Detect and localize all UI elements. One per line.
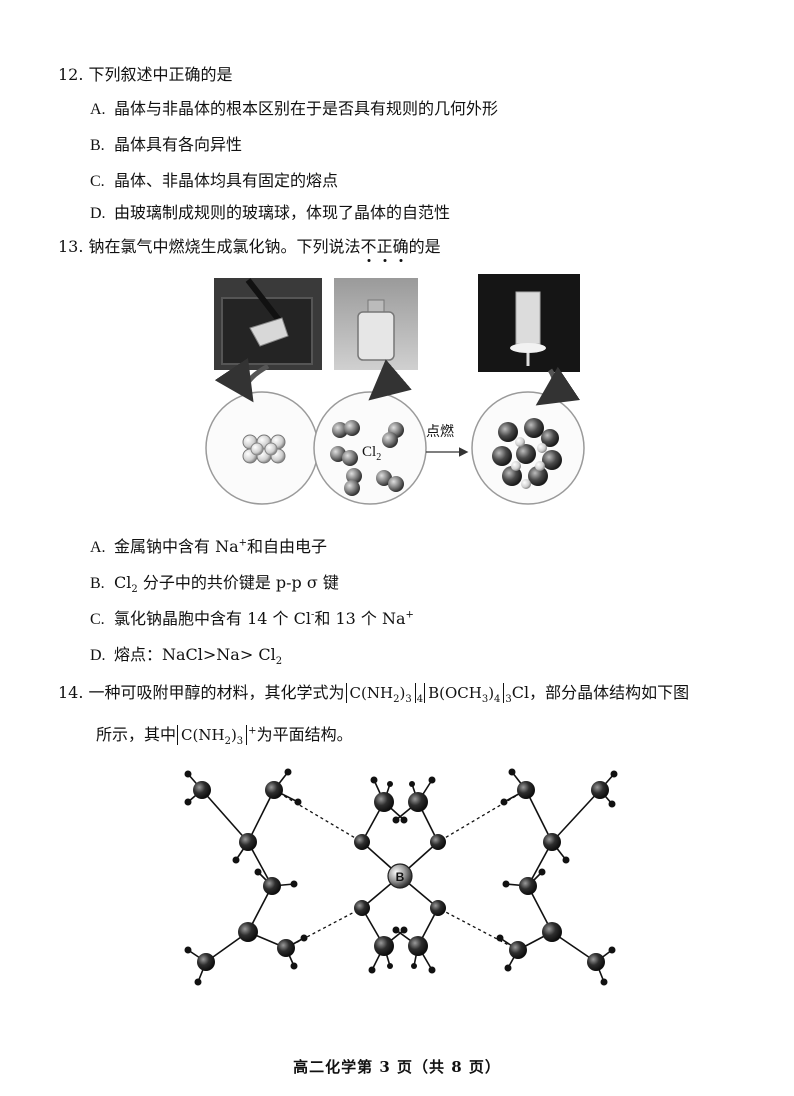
option-text: 晶体具有各向异性 — [114, 135, 243, 154]
option-letter: D. — [90, 647, 106, 664]
q12-stem: 12. 下列叙述中正确的是 — [58, 65, 233, 84]
option-text: 由玻璃制成规则的玻璃球，体现了晶体的自范性 — [114, 203, 451, 222]
q13-stem-main: 13. 钠在氯气中燃烧生成氯化钠。下列说法 — [58, 237, 361, 256]
hydrogen-bonds — [273, 789, 527, 951]
q14-stem-tail: Cl，部分晶体结构如下图 — [511, 683, 690, 702]
option-letter: C. — [90, 173, 105, 190]
emphasis-char: 不 — [360, 237, 377, 256]
superscript: + — [248, 725, 257, 737]
option-letter: A. — [90, 539, 106, 556]
q13-option-d: D. 熔点：NaCl>Na> Cl2 — [90, 644, 282, 667]
subscript: 2 — [275, 656, 283, 668]
subscript: 2 — [131, 584, 138, 596]
q14-stem-text: 为平面结构。 — [256, 725, 353, 744]
option-text: Cl — [114, 573, 132, 592]
photo-combustion — [478, 274, 580, 372]
formula-anion-bracket: B(OCH3)4 — [424, 683, 505, 705]
option-text: 氯化钠晶胞中含有 14 个 Cl — [114, 609, 311, 628]
q13-stem: 13. 钠在氯气中燃烧生成氯化钠。下列说法不正确的是 — [58, 236, 441, 258]
cl2-label: Cl2 — [362, 444, 381, 463]
nacl-crystal — [492, 418, 562, 489]
atoms: B — [184, 768, 618, 986]
q12-option-d: D. 由玻璃制成规则的玻璃球，体现了晶体的自范性 — [90, 202, 450, 225]
formula-cation-bracket: C(NH2)3 — [345, 683, 416, 705]
option-text: 晶体、非晶体均具有固定的熔点 — [114, 171, 339, 190]
boron-label: B — [396, 870, 405, 884]
q13-option-b: B. Cl2 分子中的共价键是 p-p σ 键 — [90, 572, 339, 595]
q13-stem-emphasis: 不正确 — [361, 237, 409, 256]
q13-option-c: C. 氯化钠晶胞中含有 14 个 Cl-和 13 个 Na+ — [90, 608, 414, 631]
option-text: 和 13 个 Na — [314, 609, 406, 628]
arrow-icon — [368, 359, 412, 401]
q14-stem-text: 所示，其中 — [96, 725, 177, 744]
q12-option-c: C. 晶体、非晶体均具有固定的熔点 — [90, 170, 338, 193]
arrow-icon — [535, 366, 581, 406]
option-letter: B. — [90, 137, 105, 154]
chlorine-molecules — [330, 420, 404, 496]
q13-stem-tail: 的是 — [408, 237, 441, 256]
q13-option-a: A. 金属钠中含有 Na+和自由电子 — [90, 536, 327, 559]
option-letter: D. — [90, 205, 106, 222]
subscript: 4 — [416, 694, 424, 706]
superscript: + — [238, 537, 248, 549]
subscript: 3 — [505, 694, 512, 706]
photo-chlorine-bottle — [334, 278, 418, 370]
ion-bracket: C(NH2)3 — [177, 725, 248, 747]
emphasis-char: 确 — [392, 237, 409, 256]
q14-stem-text: 14. 一种可吸附甲醇的材料，其化学式为 — [58, 683, 345, 702]
sodium-chloride-figure: Cl2 点燃 — [205, 274, 585, 505]
superscript: - — [310, 609, 315, 621]
option-text: 晶体与非晶体的根本区别在于是否具有规则的几何外形 — [114, 99, 499, 118]
option-text: 和自由电子 — [247, 537, 328, 556]
option-letter: A. — [90, 101, 106, 118]
superscript: + — [405, 609, 414, 621]
q12-option-b: B. 晶体具有各向异性 — [90, 134, 242, 157]
page-footer: 高二化学第 3 页（共 8 页） — [293, 1058, 501, 1076]
emphasis-char: 正 — [376, 237, 393, 256]
q12-option-a: A. 晶体与非晶体的根本区别在于是否具有规则的几何外形 — [90, 98, 498, 121]
boron-atom — [387, 863, 413, 889]
option-letter: B. — [90, 575, 105, 592]
photo-sodium — [214, 278, 322, 370]
option-text: 熔点：NaCl>Na> Cl — [114, 645, 276, 664]
arrow-icon — [214, 357, 270, 403]
option-text: 分子中的共价键是 p-p σ 键 — [137, 573, 339, 592]
sodium-atoms — [242, 434, 286, 464]
crystal-structure-figure: B — [184, 768, 618, 986]
ignite-label: 点燃 — [426, 423, 454, 440]
option-letter: C. — [90, 611, 105, 628]
option-text: 金属钠中含有 Na — [114, 537, 239, 556]
